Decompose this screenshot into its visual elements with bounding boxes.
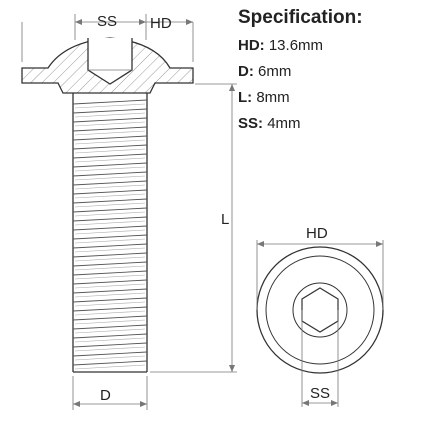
hd-top-label: HD	[150, 15, 172, 32]
thread-line	[72, 279, 148, 285]
thread-root-line	[74, 301, 146, 307]
thread-root-line	[74, 121, 146, 127]
dimension-ss-end	[301, 310, 339, 407]
thread-line	[72, 243, 148, 249]
spec-key-d: D:	[238, 63, 254, 80]
spec-value-hd: 13.6mm	[268, 37, 324, 54]
thread-line	[72, 135, 148, 141]
thread-line	[72, 306, 148, 312]
thread-line	[72, 234, 148, 240]
thread-line	[72, 144, 148, 150]
dimension-hd-top	[21, 19, 194, 62]
thread-line	[72, 270, 148, 276]
thread-root-line	[74, 139, 146, 145]
thread-line	[72, 153, 148, 159]
thread-root-line	[74, 211, 146, 217]
thread-root-line	[74, 292, 146, 298]
hex-socket	[301, 287, 339, 333]
thread-root-line	[74, 112, 146, 118]
thread-root-line	[74, 247, 146, 253]
thread-line	[72, 288, 148, 294]
thread-line	[72, 126, 148, 132]
thread-line	[72, 252, 148, 258]
thread-line	[72, 171, 148, 177]
l-label: L	[221, 211, 229, 228]
spec-row-ss: SS: 4mm	[238, 115, 301, 132]
spec-value-l: 8mm	[256, 89, 290, 106]
thread-root-line	[74, 229, 146, 235]
thread-root-line	[74, 310, 146, 316]
thread-root-line	[74, 103, 146, 109]
hd-end-label: HD	[306, 225, 328, 242]
thread-line	[72, 108, 148, 114]
thread-root-line	[74, 193, 146, 199]
thread-lines	[72, 99, 148, 370]
ss-top-label: SS	[97, 13, 117, 30]
thread-line	[72, 207, 148, 213]
thread-line	[72, 351, 148, 357]
thread-line	[72, 333, 148, 339]
dimension-hd-end	[256, 240, 384, 310]
thread-root-line	[74, 319, 146, 325]
thread-line	[72, 198, 148, 204]
thread-root-line	[74, 256, 146, 262]
screw-end-view	[256, 246, 384, 374]
thread-line	[72, 360, 148, 366]
thread-line	[72, 162, 148, 168]
thread-root-line	[74, 202, 146, 208]
spec-value-d: 6mm	[258, 63, 292, 80]
spec-key-l: L:	[238, 89, 253, 106]
thread-line	[72, 180, 148, 186]
screw-shank	[72, 93, 148, 373]
spec-row-l: L: 8mm	[238, 89, 290, 106]
thread-root-line	[74, 337, 146, 343]
thread-root-line	[74, 238, 146, 244]
thread-root-line	[74, 184, 146, 190]
dimension-d	[72, 376, 148, 410]
thread-root-line	[74, 355, 146, 361]
thread-root-line	[74, 283, 146, 289]
thread-line	[72, 216, 148, 222]
specification-title: Specification:	[238, 7, 363, 28]
spec-value-ss: 4mm	[267, 115, 301, 132]
thread-root-line	[74, 175, 146, 181]
thread-line	[72, 315, 148, 321]
spec-key-ss: SS:	[238, 115, 264, 132]
thread-line	[72, 324, 148, 330]
thread-line	[72, 117, 148, 123]
spec-row-d: D: 6mm	[238, 63, 291, 80]
thread-root-line	[74, 274, 146, 280]
thread-root-line	[74, 265, 146, 271]
thread-line	[72, 297, 148, 303]
spec-row-hd: HD: 13.6mm	[238, 37, 323, 54]
thread-line	[72, 225, 148, 231]
thread-line	[72, 189, 148, 195]
thread-root-line	[74, 364, 146, 370]
thread-root-line	[74, 328, 146, 334]
thread-line	[72, 261, 148, 267]
thread-line	[72, 342, 148, 348]
thread-root-line	[74, 130, 146, 136]
thread-root-line	[74, 220, 146, 226]
spec-key-hd: HD:	[238, 37, 265, 54]
thread-root-line	[74, 346, 146, 352]
thread-line	[72, 99, 148, 105]
thread-root-line	[74, 166, 146, 172]
dimension-ss-top	[74, 14, 147, 40]
thread-root-line	[74, 157, 146, 163]
thread-root-line	[74, 148, 146, 154]
d-label: D	[100, 387, 111, 404]
dimension-l	[150, 83, 237, 373]
ss-end-label: SS	[310, 385, 330, 402]
screw-head-section	[21, 37, 194, 94]
